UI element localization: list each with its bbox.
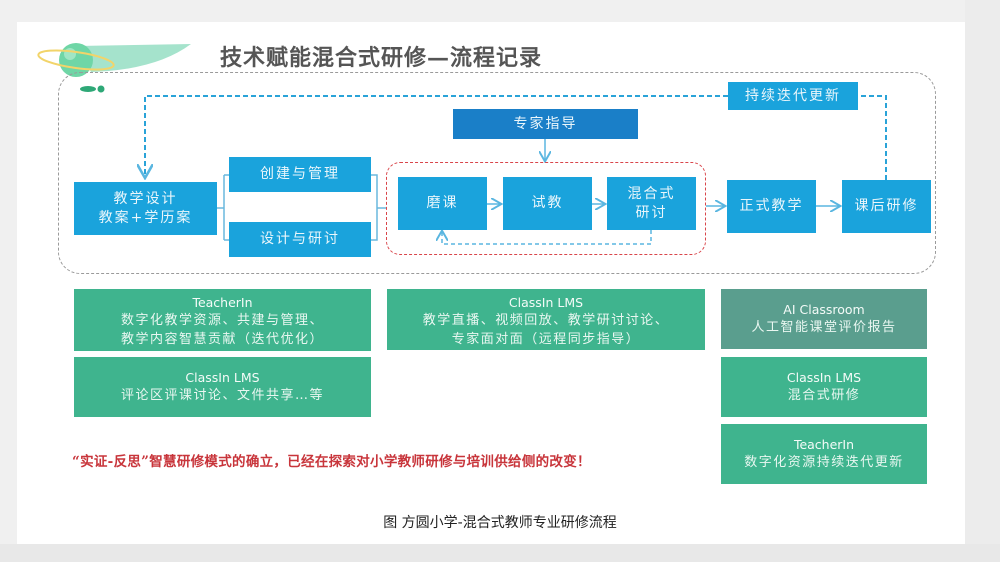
expert-label: 专家指导 [513,115,578,132]
formal-teaching-label: 正式教学 [739,198,804,214]
tool-name: TeacherIn [192,295,253,310]
design-box: 教学设计 教案+学历案 [74,182,217,235]
background-bottom [0,544,1000,562]
feedback-box: 持续迭代更新 [728,82,858,110]
tool-desc: 数字化教学资源、共建与管理、 [120,313,324,328]
post-study-box: 课后研修 [842,180,931,233]
tool-desc: 教学直播、视频回放、教学研讨讨论、 [422,313,670,328]
branch-box-design: 设计与研讨 [229,222,371,257]
design-line2: 教案+学历案 [98,209,193,226]
tool-box-classin-left: ClassIn LMS 评论区评课讨论、文件共享…等 [74,357,371,417]
planet-decoration-icon [37,43,191,93]
branch-label: 设计与研讨 [260,231,340,247]
page-title: 技术赋能混合式研修—流程记录 [220,45,543,71]
expert-box: 专家指导 [453,109,638,139]
cycle-box-yantao: 混合式 研讨 [607,177,696,230]
cycle-label: 试教 [531,195,564,211]
feedback-label: 持续迭代更新 [745,87,841,104]
tool-desc: 专家面对面（远程同步指导） [451,332,641,347]
tool-name: ClassIn LMS [185,370,260,385]
tool-desc: 人工智能课堂评价报告 [751,320,897,335]
post-study-label: 课后研修 [854,198,919,214]
branch-label: 创建与管理 [260,166,340,182]
tool-desc: 评论区评课讨论、文件共享…等 [120,388,324,403]
tool-name: TeacherIn [793,437,855,452]
tool-box-classin-right: ClassIn LMS 混合式研修 [721,357,927,417]
tool-box-classin-middle: ClassIn LMS 教学直播、视频回放、教学研讨讨论、 专家面对面（远程同步… [387,289,705,350]
tool-name: ClassIn LMS [786,370,862,385]
tool-desc: 混合式研修 [787,388,861,403]
tool-box-ai-classroom: AI Classroom 人工智能课堂评价报告 [721,289,927,349]
background-right [965,0,1000,562]
tool-desc: 数字化资源持续迭代更新 [744,455,904,470]
tool-box-teacherin-right: TeacherIn 数字化资源持续迭代更新 [721,424,927,484]
remark-text: “实证-反思”智慧研修模式的确立，已经在探索对小学教师研修与培训供给侧的改变！ [72,454,591,470]
cycle-label: 磨课 [426,195,459,211]
cycle-label-line2: 研讨 [635,204,668,221]
cycle-label-line1: 混合式 [627,185,676,202]
cycle-frame [386,162,706,255]
tool-name: AI Classroom [783,302,865,317]
tool-name: ClassIn LMS [508,295,584,310]
cycle-box-shijiao: 试教 [503,177,592,230]
tool-desc: 教学内容智慧贡献（迭代优化） [120,332,324,347]
branch-box-create: 创建与管理 [229,157,371,192]
figure-caption: 图 方圆小学-混合式教师专业研修流程 [383,515,617,531]
formal-teaching-box: 正式教学 [727,180,816,233]
process-frame [58,72,936,274]
cycle-box-moke: 磨课 [398,177,487,230]
design-line1: 教学设计 [113,190,178,207]
tool-box-teacherin: TeacherIn 数字化教学资源、共建与管理、 教学内容智慧贡献（迭代优化） [74,289,371,351]
